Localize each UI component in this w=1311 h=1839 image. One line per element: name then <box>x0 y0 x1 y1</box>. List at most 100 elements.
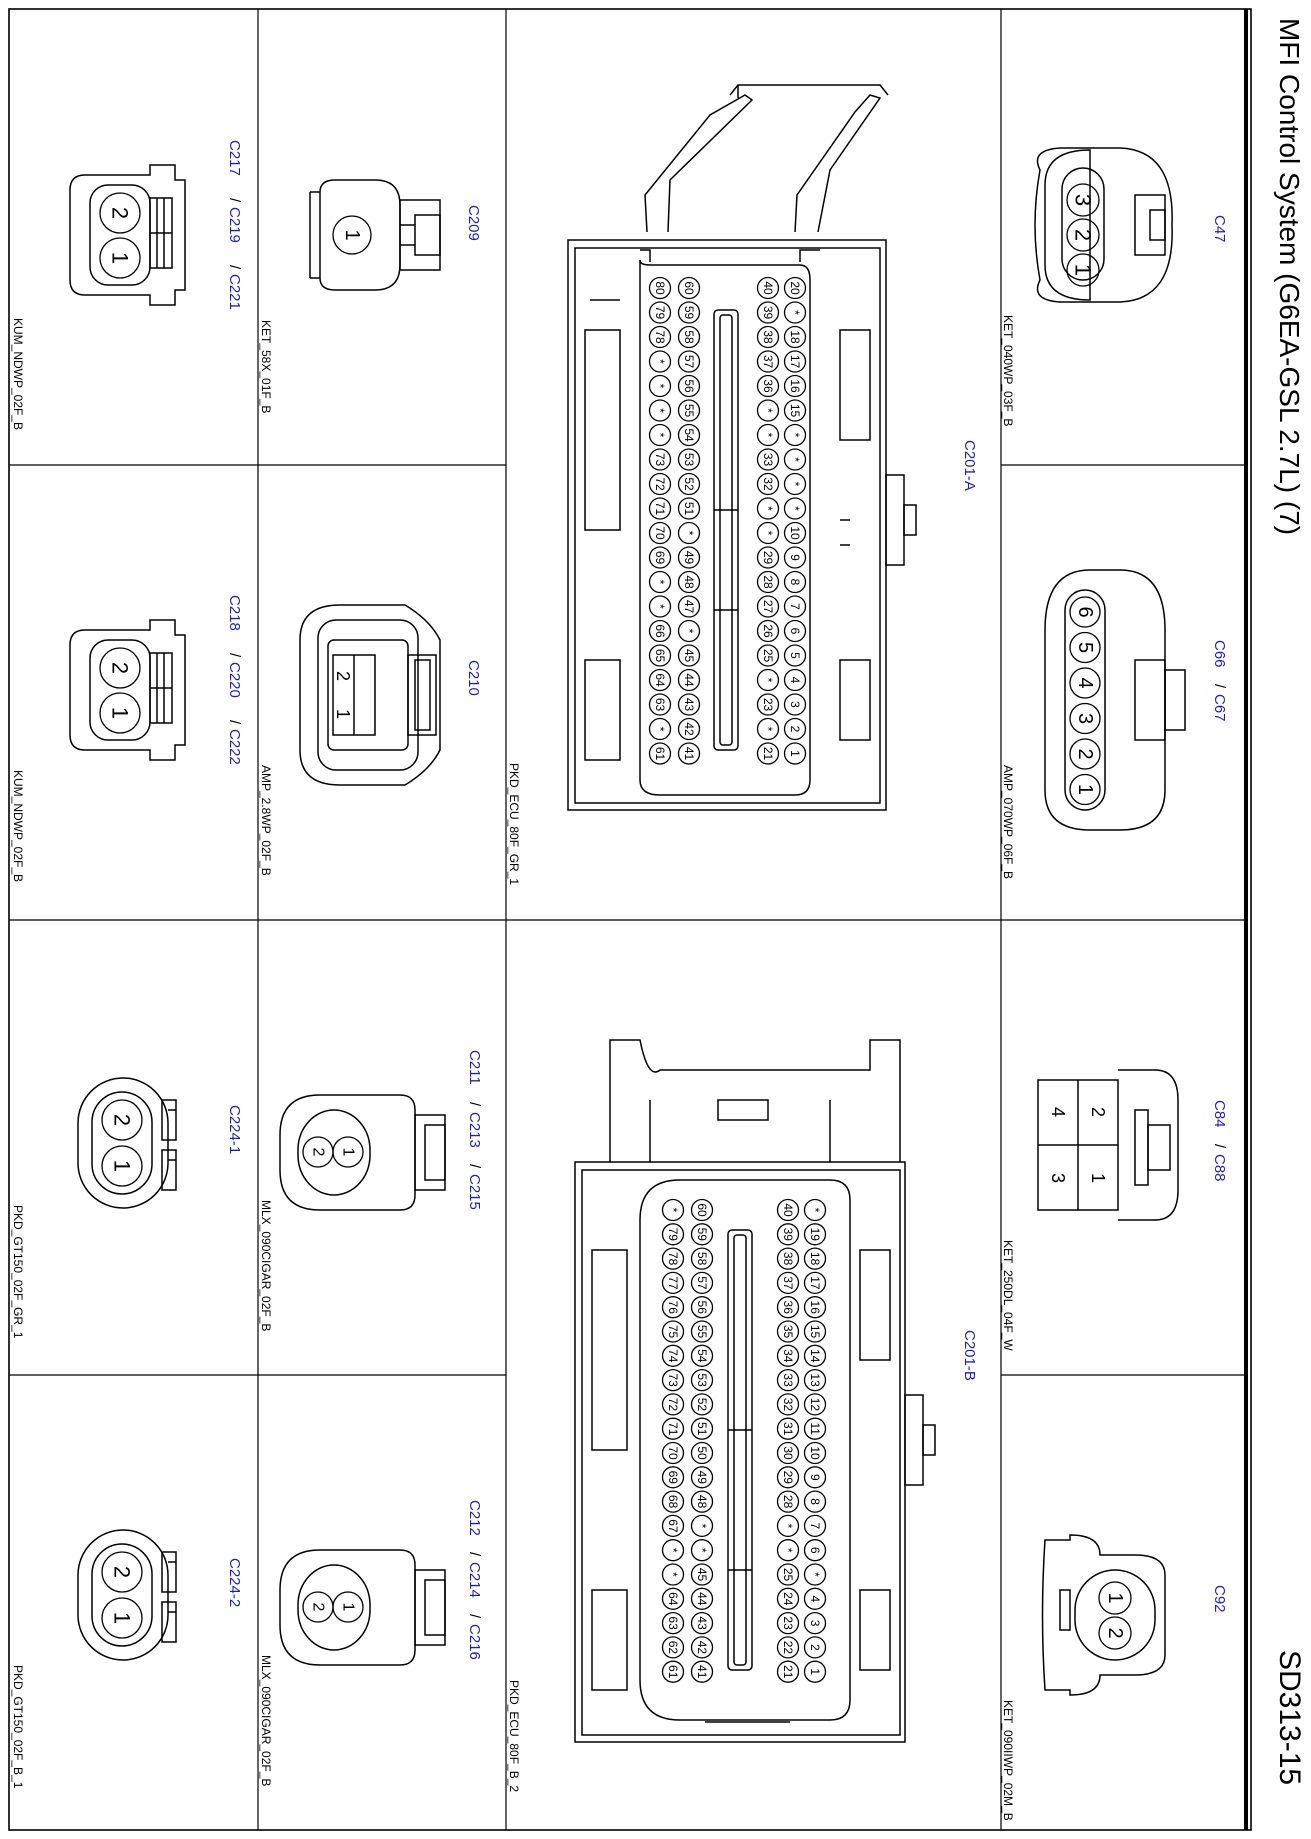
c201b-pin-r2-p8: 33 <box>776 1368 800 1392</box>
c201a-pin-r3-p17-ring <box>677 668 701 692</box>
c201b-pin-r2-p9-label: 32 <box>781 1398 795 1412</box>
c201a-pin-r3-p14-ring <box>677 595 701 618</box>
c201a-pin-r3-p1-label: 60 <box>682 281 696 295</box>
c201b-pin-r3-p10-ring <box>690 1417 714 1440</box>
c201a-pin-r4-p20-ring <box>648 742 672 765</box>
c201b-pin-r2-p18-label: 23 <box>781 1616 795 1630</box>
c201b-pin-r1-p20-ring <box>803 1660 827 1683</box>
c66-pin-4-ring <box>1069 667 1101 699</box>
c201b-pin-r3-p20: 41 <box>690 1660 714 1683</box>
c201a-pin-r1-p11-label: 10 <box>788 526 802 540</box>
c201b-pin-r4-p5: 76 <box>661 1296 685 1319</box>
c201b-pin-r1-p14: 7 <box>803 1514 827 1538</box>
c201b-pin-r1-p5-ring <box>803 1296 827 1319</box>
c224-2-pins: 21 <box>101 1551 143 1639</box>
c47-pin-3-ring <box>1066 183 1100 217</box>
c201a-pin-r1-p4-ring <box>783 350 807 373</box>
c201a-pin-r2-p11: * <box>756 521 780 545</box>
c201b-pin-r4-p18: 63 <box>661 1611 685 1635</box>
c201a-pin-r1-p9-label: * <box>788 482 802 487</box>
c201a-pin-r1-p6: 15 <box>783 399 807 422</box>
c201b-pin-r1-p5: 16 <box>803 1296 827 1319</box>
c218-pins: 21 <box>99 647 141 734</box>
c209-pins: 1 <box>332 215 372 255</box>
c201b-pin-r3-p16: 45 <box>690 1563 714 1586</box>
c201b-pins: *191817161514131211109876*43214039383736… <box>661 1198 827 1683</box>
c201b-pin-r4-p15: * <box>661 1539 685 1562</box>
c201b-pin-r2-p14-label: * <box>781 1524 795 1529</box>
c201b-pin-r4-p9: 72 <box>661 1393 685 1416</box>
c201a-pin-r2-p2-label: 39 <box>761 306 775 320</box>
c201b-pin-r2-p7-ring <box>776 1344 800 1367</box>
c201a-pin-r4-p18-label: 63 <box>653 698 667 712</box>
c209-pin-1-label: 1 <box>341 229 363 240</box>
c201b-pin-r1-p16-label: * <box>808 1572 822 1577</box>
c224-2-part: PKD_GT150_02F_B_1 <box>11 1665 25 1789</box>
c84-part: KET_250DL_04F_W <box>1001 1240 1015 1351</box>
c201b-pin-r3-p6: 55 <box>690 1320 714 1343</box>
c217-pin-2-ring <box>99 192 141 234</box>
c201a-pin-r3-p17-label: 44 <box>682 673 696 687</box>
c201a-pin-r4-p13-label: * <box>653 580 667 585</box>
c201a-pin-r2-p10-ring <box>756 497 780 520</box>
c201b-pin-r2-p12-label: 29 <box>781 1471 795 1485</box>
c201b-pin-r4-p7-label: 74 <box>666 1349 680 1363</box>
c201b-pin-r3-p8-label: 53 <box>695 1373 709 1387</box>
c201a-pin-r4-p10: 71 <box>648 497 672 520</box>
c201a-pin-r1-p16-label: 5 <box>788 652 802 659</box>
c201b-pin-r2-p2: 39 <box>776 1223 800 1246</box>
c201b-pin-r1-p1-ring <box>803 1198 827 1222</box>
c217-pin-1: 1 <box>99 237 141 279</box>
c201a-pin-r4-p16-label: 65 <box>653 649 667 663</box>
c66-pin-4-label: 4 <box>1074 677 1096 688</box>
c201a-pin-r3-p18-ring <box>677 693 701 716</box>
c201a-pin-r2-p19-ring <box>756 717 780 741</box>
c201a-pin-r4-p14-ring <box>648 595 672 618</box>
c201b-pin-r1-p3-ring <box>803 1247 827 1270</box>
c201a-id: C201-A <box>961 440 978 491</box>
c201a-pin-r3-p17: 44 <box>677 668 701 692</box>
c201b-pin-r2-p13-label: 28 <box>781 1495 795 1509</box>
c201b-pin-r1-p9-label: 12 <box>808 1398 822 1412</box>
c201b-pin-r3-p13-label: 48 <box>695 1495 709 1509</box>
c66-pin-3: 3 <box>1069 702 1101 735</box>
c201a-pin-r2-p8: 33 <box>756 448 780 471</box>
c201b-pin-r2-p19-label: 22 <box>781 1641 795 1655</box>
c201b-pin-r3-p9-label: 52 <box>695 1398 709 1412</box>
c210-id: C210 <box>465 660 482 696</box>
c201b-pin-r4-p4-label: 77 <box>666 1276 680 1290</box>
c47-pin-2-ring <box>1066 218 1100 252</box>
c201b-pin-r3-p20-label: 41 <box>695 1665 709 1679</box>
c210-pin-2-label: 2 <box>333 671 353 681</box>
c201a-pin-r2-p17-label: * <box>761 678 775 683</box>
c201a-pin-r4-p7: * <box>648 423 672 447</box>
c201a-pin-r4-p17: 64 <box>648 668 672 692</box>
c201a-pin-r4-p5: * <box>648 374 672 398</box>
c201b-pin-r4-p16: * <box>661 1563 685 1586</box>
c201a-pin-r2-p15-ring <box>756 619 780 643</box>
connector-c211: 12 C211 / C213 / C215 MLX_090CIGAR_02F_B <box>259 1050 483 1331</box>
c201b-pin-r3-p12: 49 <box>690 1466 714 1489</box>
c201a-pin-r2-p7: * <box>756 423 780 447</box>
c201b-pin-r3-p11-label: 50 <box>695 1446 709 1460</box>
c201b-pin-r1-p8-label: 13 <box>808 1373 822 1387</box>
c218-pin-1: 1 <box>99 692 141 734</box>
c201b-pin-r1-p12-label: 9 <box>808 1474 822 1481</box>
c201b-pin-r1-p19: 2 <box>803 1636 827 1659</box>
c222-id: C222 <box>226 729 243 765</box>
c201b-pin-r3-p16-ring <box>690 1563 714 1586</box>
c201b-pin-r2-p10-ring <box>776 1417 800 1440</box>
c201a-pin-r1-p10-ring <box>783 497 807 520</box>
c201b-pin-r4-p17-ring <box>661 1587 685 1610</box>
c201a-pin-r2-p6-ring <box>756 399 780 422</box>
c201b-pin-r2-p16-label: 25 <box>781 1568 795 1582</box>
c201b-pin-r3-p20-ring <box>690 1660 714 1683</box>
c224-2-pin-2-label: 2 <box>110 1566 135 1578</box>
c201a-pin-r1-p14-ring <box>783 595 807 618</box>
c201a-pin-r4-p5-ring <box>648 374 672 398</box>
c66-pin-5-ring <box>1069 631 1101 664</box>
c201b-pin-r2-p16: 25 <box>776 1563 800 1586</box>
c66-pin-6-ring <box>1069 596 1101 628</box>
c212-pin-2-label: 2 <box>310 1603 327 1612</box>
